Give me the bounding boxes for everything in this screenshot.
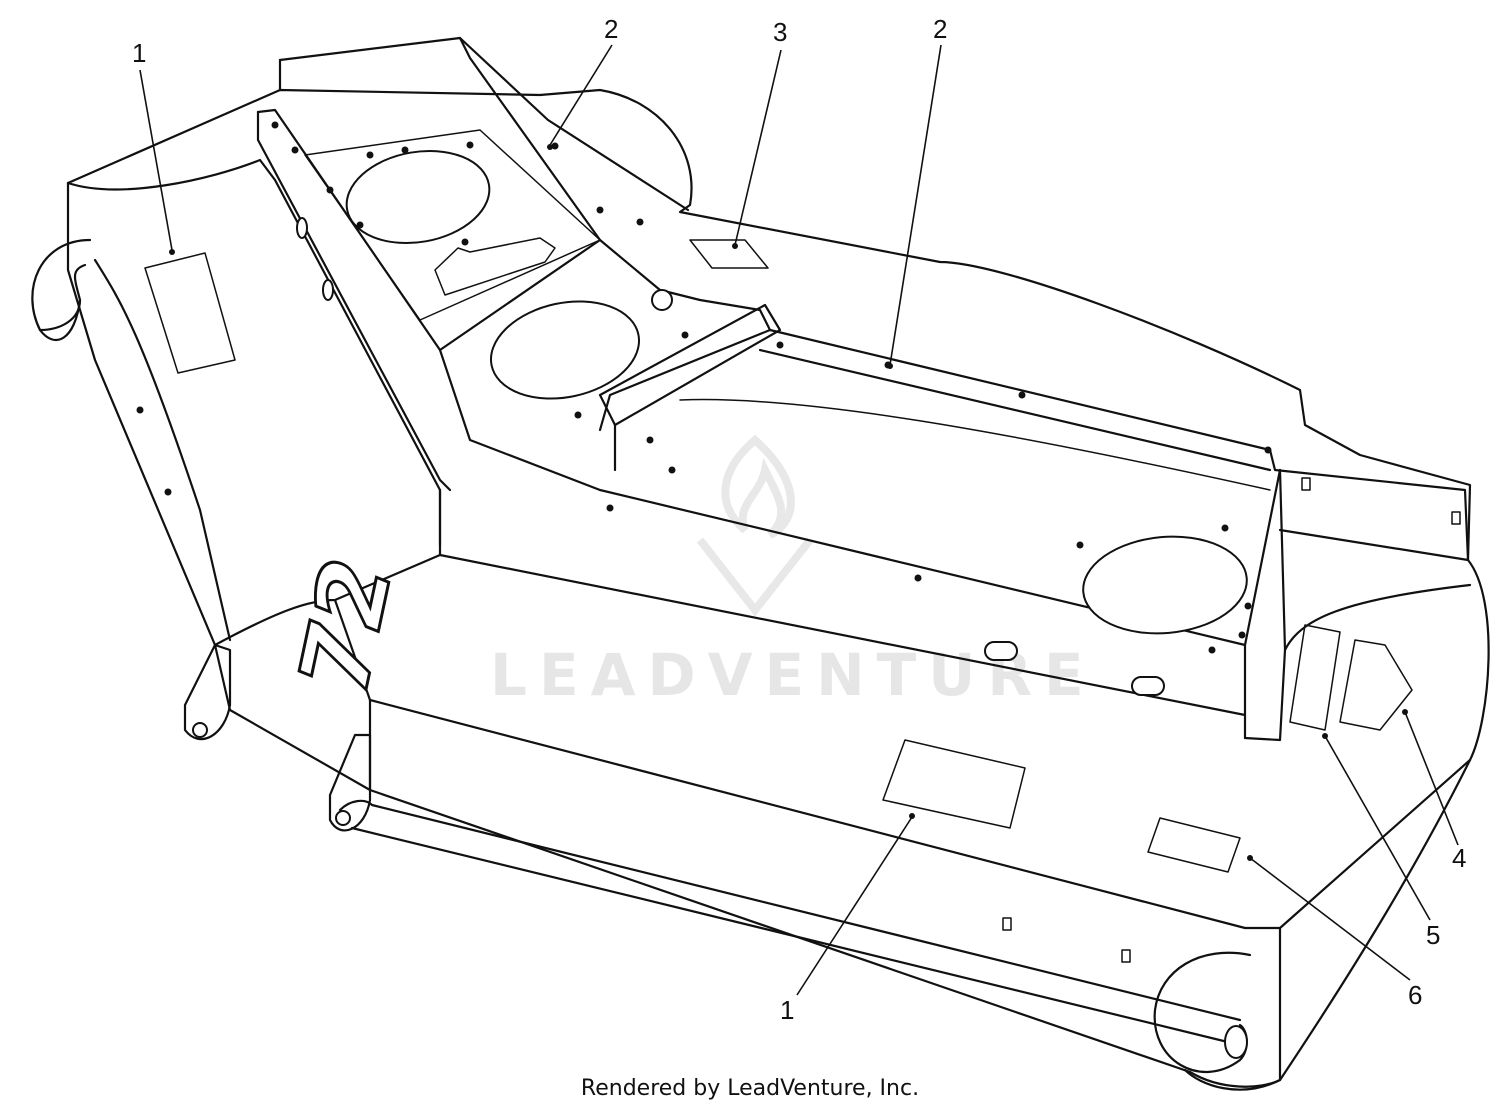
decal-item-3: [689, 239, 769, 269]
decal-item-4: [1339, 639, 1413, 731]
callout-1-front: 1: [780, 995, 794, 1025]
spindle-opening-right: [1082, 535, 1248, 635]
decal-item-1-front: [882, 739, 1026, 829]
decal-item-5: [1289, 624, 1341, 731]
callout-6: 6: [1408, 980, 1422, 1010]
decal-item-6: [1147, 817, 1241, 873]
spindle-opening-left: [345, 149, 491, 245]
rivets: [136, 121, 1272, 654]
callout-3: 3: [773, 17, 787, 47]
front-bar: [338, 799, 1242, 1022]
callout-1-left: 1: [132, 38, 146, 68]
decal-item-1-left: [144, 252, 236, 374]
deck-size-marking: 72: [278, 539, 413, 714]
callout-5: 5: [1426, 920, 1440, 950]
center-housing: [136, 36, 1470, 963]
hitch-bracket-center: [328, 733, 372, 832]
footer-credit: Rendered by LeadVenture, Inc.: [580, 1076, 920, 1101]
callout-2-right: 2: [933, 14, 947, 44]
hitch-bracket-left: [183, 643, 232, 741]
bumper-hardware: [31, 238, 1282, 1091]
callouts: 1 2 3 2 4 5 6 1: [132, 14, 1466, 1025]
spindle-opening-center: [489, 300, 641, 400]
deck-size-text: 72: [280, 541, 412, 713]
callout-4: 4: [1452, 843, 1466, 873]
watermark-flame-icon: [696, 434, 814, 617]
mower-deck: [66, 88, 1490, 1088]
callout-2-left: 2: [604, 14, 618, 44]
watermark: LEADVENTURE: [490, 434, 1084, 709]
rear-handle-left: [31, 238, 92, 341]
